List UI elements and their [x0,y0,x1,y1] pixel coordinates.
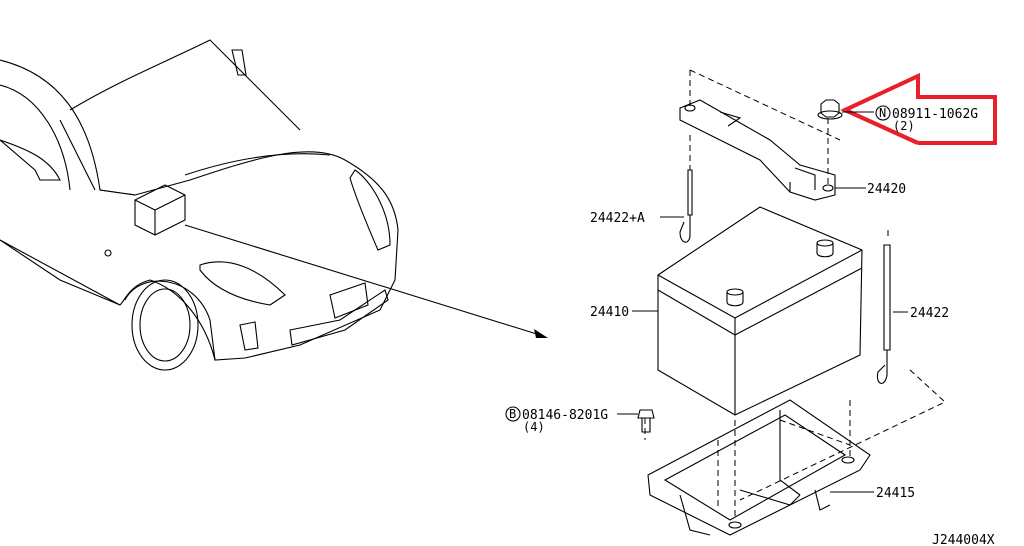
rod-a-part-number: 24422+A [590,211,645,226]
bolt-part-number: 08146-8201G [522,408,608,423]
diagram-code: J244004X [932,533,995,546]
assembly-guides [644,69,946,520]
highlight-arrow [840,72,997,145]
flange-nut [817,99,843,120]
hold-down-rods [679,169,891,384]
nut-symbol: N [879,106,886,120]
car-illustration [0,39,548,371]
bolt-symbol: B [509,407,516,421]
battery-part-number: 24410 [590,305,629,320]
battery-tray [647,399,871,536]
battery-bracket [679,99,836,201]
rod-part-number: 24422 [910,306,949,321]
nut-part-number: 08911-1062G [892,107,978,122]
battery [657,206,863,416]
bracket-part-number: 24420 [867,182,906,197]
bolt-qty: (4) [523,420,545,434]
tray-part-number: 24415 [876,486,915,501]
nut-qty: (2) [893,119,915,133]
bolt [637,409,655,433]
part-labels: N 08911-1062G (2) 24420 24422+A 24410 24… [505,105,995,546]
leader-lines [617,111,908,493]
